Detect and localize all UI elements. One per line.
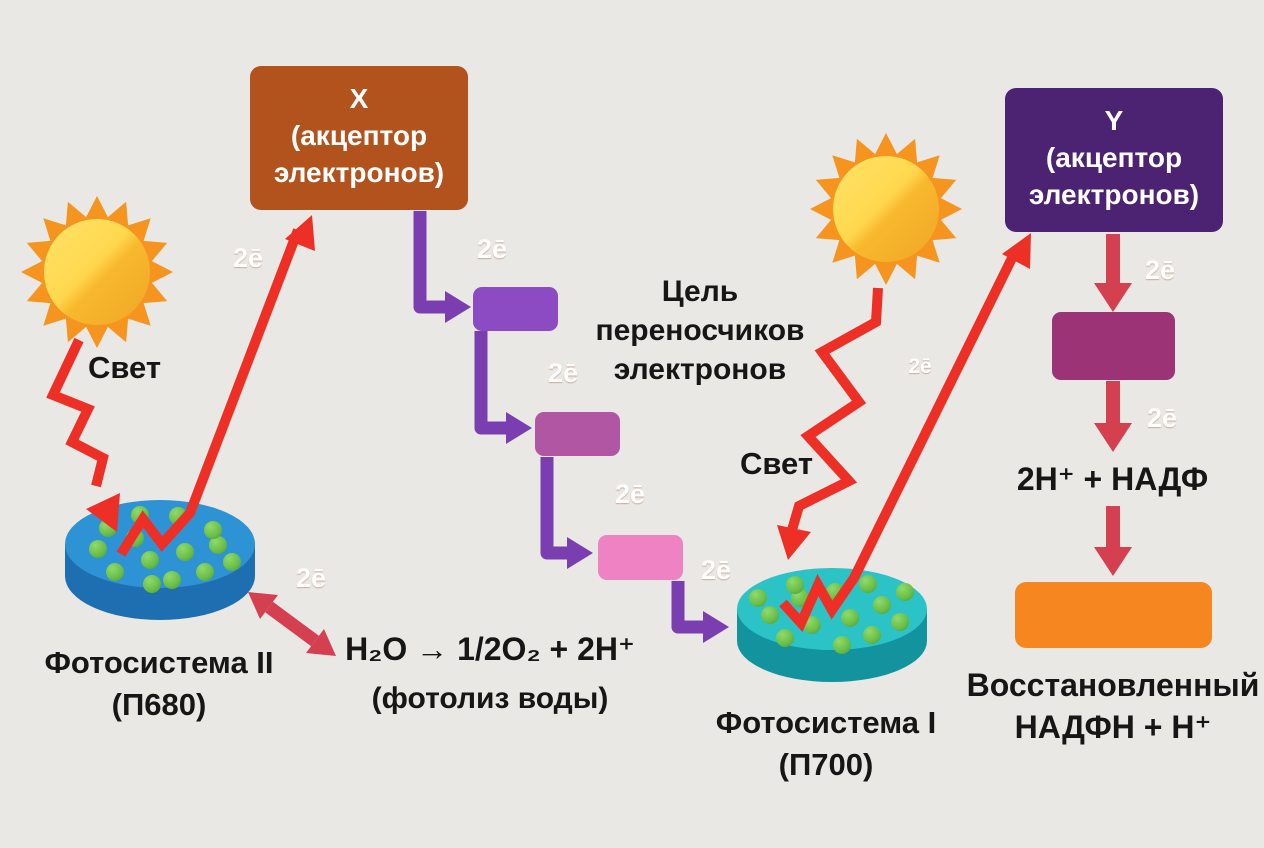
electron-arrow-ps1-to-y <box>779 233 1031 633</box>
nadp-input-label: 2H⁺ + НАДФ <box>1016 461 1209 497</box>
electron-pair-badge: 2ē <box>614 478 646 509</box>
photolysis-equation: H₂O → 1/2O₂ + 2H⁺ <box>345 631 635 667</box>
sun-icon-right <box>810 133 962 285</box>
sun-icon-left <box>21 196 173 348</box>
nadph-result-line2: НАДФН + H⁺ <box>1014 709 1212 745</box>
carrier-chain-label: Цель переносчиков электронов <box>565 272 835 389</box>
photosystem-1-p700: (П700) <box>778 747 874 782</box>
acceptor-x-line3: электронов) <box>273 157 445 188</box>
carrier-box-1 <box>473 287 558 331</box>
acceptor-y-box: Y (акцептор электронов) <box>1005 88 1223 232</box>
photosystem-1-label: Фотосистема I (П700) <box>705 702 947 786</box>
electron-pair-badge: 2ē <box>476 233 508 264</box>
carrier-chain-line1: Цель <box>661 275 739 308</box>
photolysis-double-arrow <box>248 592 336 656</box>
electron-pair-badge: 2ē <box>908 355 932 378</box>
photosystem-2-disk <box>65 500 255 620</box>
nadp-reduction-arrows <box>1094 234 1132 576</box>
electron-pair-badge: 2ē <box>700 554 732 585</box>
acceptor-y-line3: электронов) <box>1028 179 1200 210</box>
acceptor-y-line2: (акцептор <box>1045 142 1183 173</box>
carrier-chain-line2: переносчиков <box>595 314 805 347</box>
light-label-left: Свет <box>88 350 162 385</box>
electron-pair-badge: 2ē <box>1144 254 1176 285</box>
nadph-result-line1: Восстановленный <box>966 667 1260 703</box>
electron-pair-badge: 2ē <box>232 242 264 273</box>
photosystem-1-disk <box>737 568 927 682</box>
acceptor-x-title: X <box>349 83 369 114</box>
chlorophyll-granules <box>749 575 914 654</box>
acceptor-y-title: Y <box>1104 105 1124 136</box>
light-arrow-sun-to-ps2 <box>46 337 120 532</box>
electron-arrow-ps2-to-x <box>116 215 315 557</box>
photosystem-1-name: Фотосистема I <box>715 705 937 740</box>
photolysis-caption: (фотолиз воды) <box>371 682 609 715</box>
photosystem-2-name: Фотосистема II <box>44 645 274 680</box>
carrier-box-2 <box>535 412 620 456</box>
carrier-box-3 <box>598 535 683 580</box>
acceptor-x-box: X (акцептор электронов) <box>250 66 468 210</box>
acceptor-x-line2: (акцептор <box>290 120 428 151</box>
nadph-box <box>1015 582 1212 648</box>
light-label-right: Свет <box>740 446 814 481</box>
nadph-result-label: Восстановленный НАДФН + H⁺ <box>962 664 1264 748</box>
carrier-chain-arrows <box>413 211 703 634</box>
electron-pair-badge: 2ē <box>295 562 327 593</box>
light-arrow-sun-to-ps1 <box>777 287 883 560</box>
photosystem-2-label: Фотосистема II (П680) <box>38 642 280 726</box>
electron-pair-badge: 2ē <box>547 357 579 388</box>
photosystem-2-p680: (П680) <box>111 687 207 722</box>
carrier-chain-arrowheads <box>445 291 729 643</box>
carrier-chain-line3: электронов <box>613 353 787 386</box>
carrier-box-after-y <box>1052 312 1175 380</box>
electron-pair-badge: 2ē <box>1146 402 1178 433</box>
